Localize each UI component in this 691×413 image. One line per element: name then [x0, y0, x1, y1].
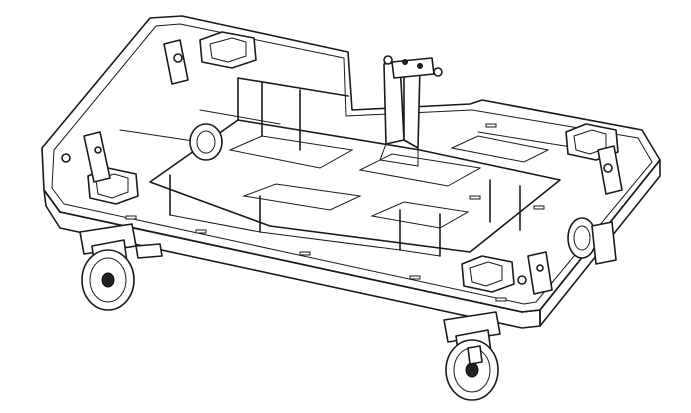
caster-front-right	[443, 311, 501, 401]
skirt-slots	[125, 123, 545, 302]
caster-rear-right	[567, 217, 617, 265]
tow-bar-assembly	[379, 55, 443, 167]
outer-frame	[41, 15, 661, 329]
caster-front-left	[79, 223, 163, 311]
caster-rear-left	[189, 123, 223, 161]
corner-brackets	[61, 39, 623, 295]
